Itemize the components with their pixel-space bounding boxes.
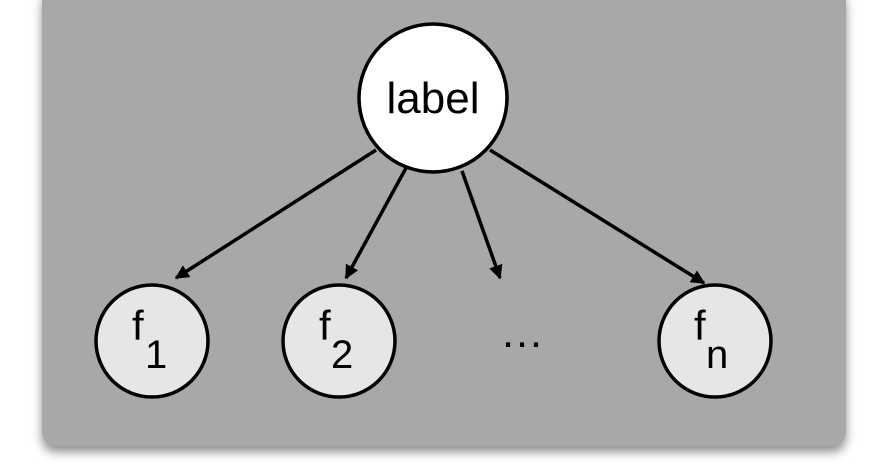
root-node: label — [357, 22, 509, 174]
edge-label-fn — [489, 148, 706, 285]
svg-text:n: n — [706, 333, 728, 377]
svg-text:f: f — [132, 302, 144, 349]
edge-label-f1 — [174, 148, 377, 280]
child-node-f2: f 2 — [281, 283, 397, 399]
child-node-fn-name: f — [694, 302, 706, 349]
root-node-label: label — [387, 74, 480, 123]
child-node-f1-name: f — [132, 302, 144, 349]
ellipsis: … — [500, 308, 546, 357]
svg-text:f: f — [319, 302, 331, 349]
svg-text:2: 2 — [331, 333, 353, 377]
edge-label-ellipsis — [460, 170, 503, 280]
child-node-f1-subscript: 1 — [145, 333, 167, 377]
svg-text:1: 1 — [145, 333, 167, 377]
root-node-circle — [357, 22, 509, 174]
svg-text:f: f — [694, 302, 706, 349]
child-node-f2-name: f — [319, 302, 331, 349]
child-node-fn-subscript: n — [706, 333, 728, 377]
child-node-f2-circle — [281, 283, 397, 399]
child-node-f2-subscript: 2 — [331, 333, 353, 377]
child-node-fn: f n — [657, 283, 773, 399]
child-node-f1: f 1 — [94, 283, 210, 399]
child-node-fn-circle — [657, 283, 773, 399]
child-node-f1-circle — [94, 283, 210, 399]
edge-label-f2 — [344, 167, 408, 280]
